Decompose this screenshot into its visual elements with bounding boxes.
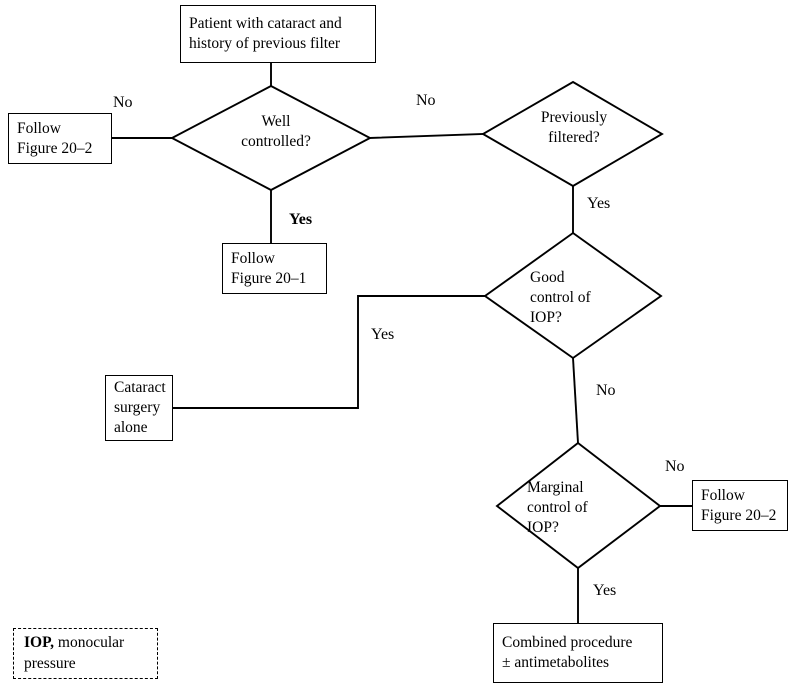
follow-figure-20-1-box[interactable]: Follow Figure 20–1 bbox=[222, 243, 327, 294]
edge-label-marginal-control-no: No bbox=[665, 458, 685, 475]
legend-text: IOP, monocular pressure bbox=[14, 633, 134, 673]
follow-figure-20-2-left-box[interactable]: Follow Figure 20–2 bbox=[8, 113, 112, 164]
diamond-marginal-control[interactable] bbox=[497, 443, 660, 568]
edge-label-good-control-yes: Yes bbox=[371, 326, 395, 343]
edge-label-previously-filtered-yes: Yes bbox=[587, 195, 611, 212]
start-box[interactable]: Patient with cataract and history of pre… bbox=[180, 5, 376, 63]
combined-procedure-box[interactable]: Combined procedure ± antimetabolites bbox=[493, 623, 663, 683]
follow-figure-20-1-label: Follow Figure 20–1 bbox=[231, 249, 307, 287]
cataract-surgery-alone-box[interactable]: Cataract surgery alone bbox=[105, 375, 173, 441]
edge-label-well-controlled-yes: Yes bbox=[289, 211, 313, 228]
cataract-surgery-alone-label: Cataract surgery alone bbox=[114, 379, 166, 436]
edge-good-control-yes bbox=[172, 295, 486, 409]
start-box-label: Patient with cataract and history of pre… bbox=[189, 15, 342, 52]
edge-label-previously-filtered-no: No bbox=[416, 92, 436, 109]
follow-figure-20-2-left-label: Follow Figure 20–2 bbox=[17, 119, 93, 157]
diamond-previously-filtered[interactable] bbox=[483, 82, 662, 186]
edge-label-well-controlled-no: No bbox=[113, 94, 133, 111]
diamond-good-control[interactable] bbox=[485, 233, 661, 358]
combined-procedure-label: Combined procedure ± antimetabolites bbox=[502, 634, 633, 671]
edge-label-marginal-control-yes: Yes bbox=[593, 582, 617, 599]
edge-label-good-control-no: No bbox=[596, 382, 616, 399]
legend-definition: monocular pressure bbox=[24, 634, 125, 672]
legend-box: IOP, monocular pressure bbox=[13, 628, 158, 679]
edge-well-controlled-to-previously-filtered bbox=[369, 133, 484, 139]
diamond-well-controlled[interactable] bbox=[172, 86, 370, 190]
edge-good-control-no bbox=[571, 356, 580, 445]
follow-figure-20-2-right-label: Follow Figure 20–2 bbox=[701, 486, 777, 524]
legend-abbrev: IOP, bbox=[24, 634, 55, 652]
follow-figure-20-2-right-box[interactable]: Follow Figure 20–2 bbox=[692, 480, 788, 531]
